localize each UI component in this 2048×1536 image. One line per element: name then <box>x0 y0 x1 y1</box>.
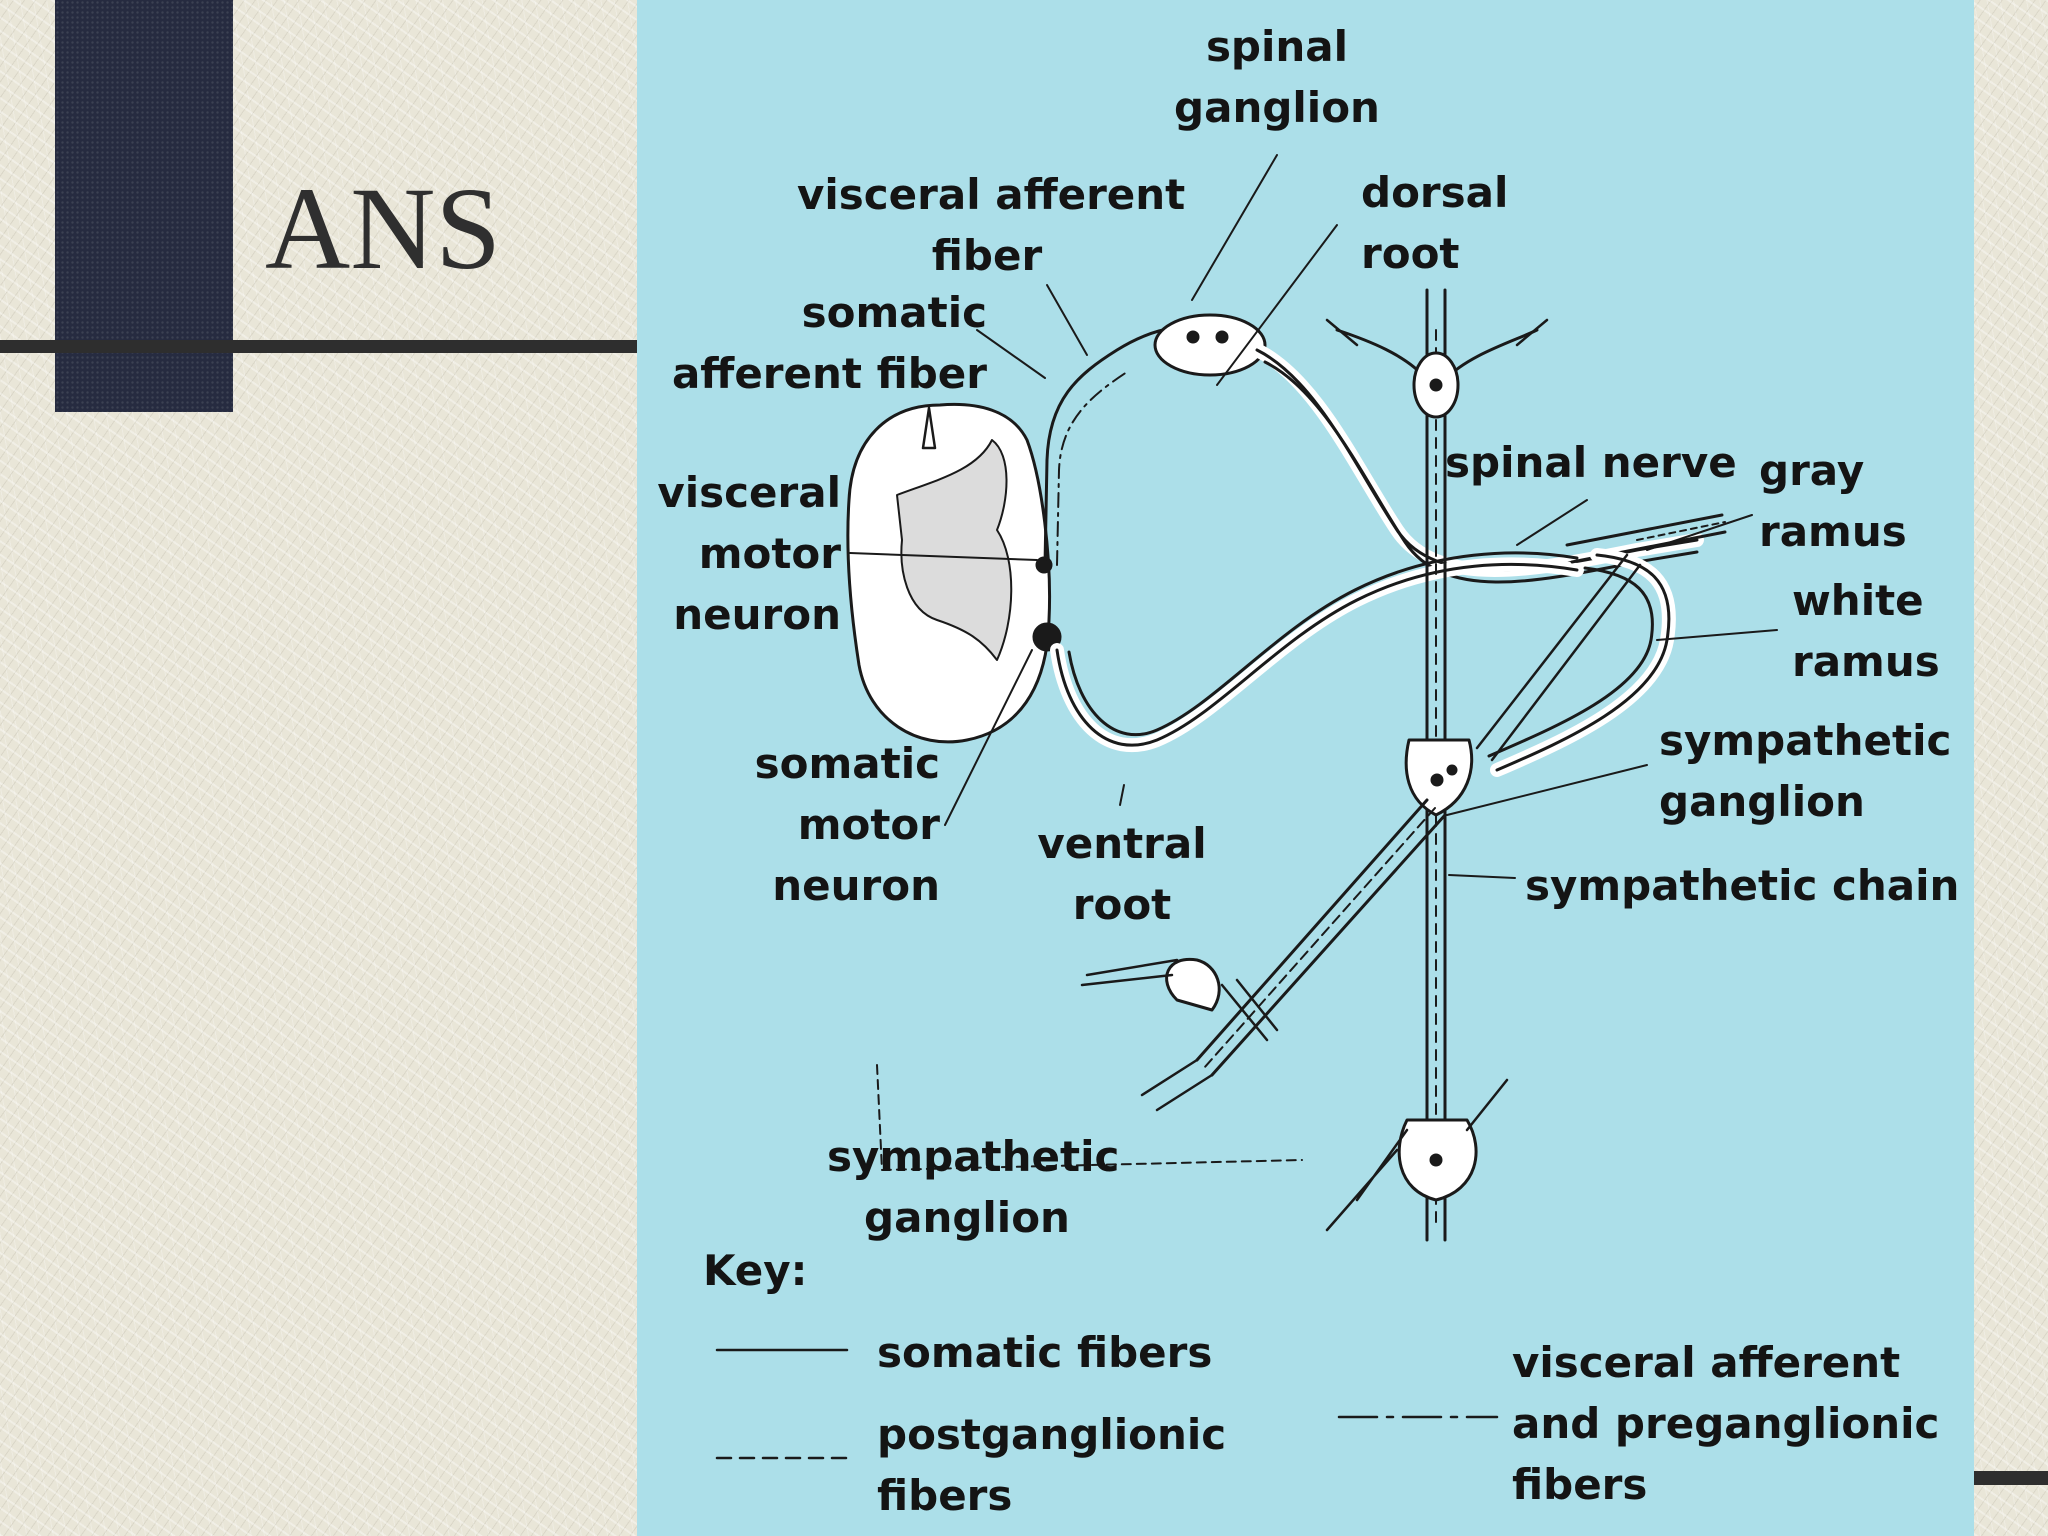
dorsal-notch <box>921 406 937 450</box>
leader-bottom-ganglion <box>876 1064 1303 1171</box>
lower-left-ganglion <box>1165 957 1221 1012</box>
leader-ventral-root <box>1119 784 1125 806</box>
leader-visceral-motor <box>849 552 1038 561</box>
leader-visceral-afferent <box>1046 284 1088 356</box>
leader-spinal-ganglion <box>1191 154 1278 301</box>
footer-rule <box>1974 1471 2048 1485</box>
leader-gray-ramus <box>1646 514 1753 551</box>
label-sympathetic-chain: sympathetic chain <box>1525 861 1960 910</box>
ans-diagram-illustration <box>715 154 1778 1460</box>
gray-ramus <box>1475 553 1642 762</box>
leader-dorsal-root <box>1216 224 1338 386</box>
leader-spinal-nerve <box>1516 499 1588 546</box>
gray-matter <box>896 439 1013 661</box>
leader-somatic-motor <box>944 649 1033 826</box>
leader-white-ramus <box>1656 629 1778 641</box>
key-somatic-fibers: somatic fibers <box>877 1328 1213 1377</box>
leader-sympathetic-chain <box>1448 874 1516 879</box>
title-rule <box>0 340 640 353</box>
somatic-motor-neuron-body <box>1032 622 1062 652</box>
key-title: Key: <box>703 1246 808 1295</box>
slide-title: ANS <box>265 163 502 294</box>
postganglionic-branch <box>1195 798 1447 1077</box>
leader-sympathetic-ganglion <box>1446 764 1648 816</box>
spinal-ganglion-shape <box>1153 313 1267 377</box>
label-spinal-nerve: spinal nerve <box>1445 438 1737 487</box>
leader-somatic-afferent <box>976 329 1046 379</box>
